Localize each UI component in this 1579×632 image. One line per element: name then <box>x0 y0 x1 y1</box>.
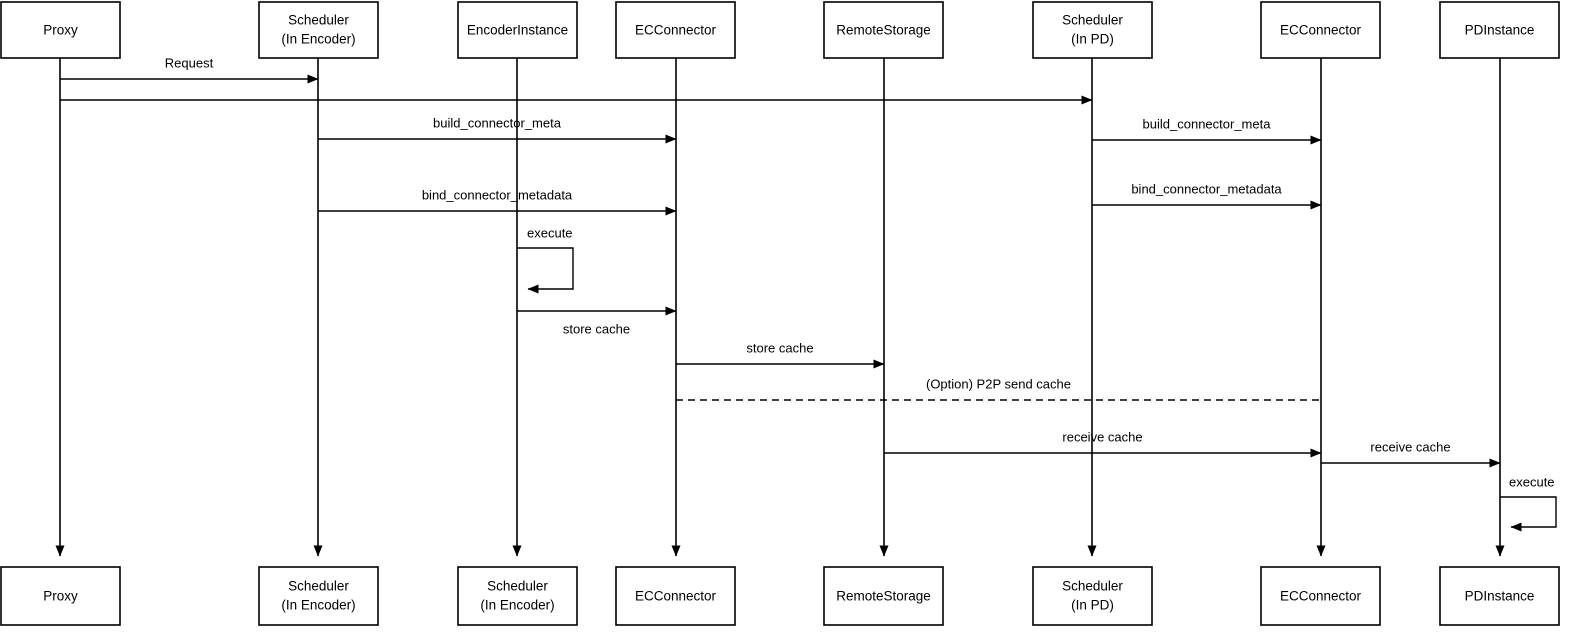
message-m4[interactable]: build_connector_meta <box>1092 116 1322 145</box>
participant-bottom-remote[interactable]: RemoteStorage <box>823 566 944 626</box>
participant-label: Scheduler <box>288 13 349 28</box>
message-label: store cache <box>746 340 813 355</box>
participant-label: Scheduler <box>487 579 548 594</box>
message-m10[interactable]: receive cache <box>884 429 1322 458</box>
participant-label: Scheduler <box>1062 13 1123 28</box>
self-message-s2[interactable]: execute <box>1500 474 1557 532</box>
self-message-label: execute <box>527 225 573 240</box>
participant-top-sched_enc[interactable]: Scheduler (In Encoder) <box>258 1 379 59</box>
message-m7[interactable]: store cache <box>517 306 677 336</box>
message-label: store cache <box>563 321 630 336</box>
message-label: (Option) P2P send cache <box>926 376 1071 391</box>
message-m1[interactable]: Request <box>60 55 319 84</box>
participant-sublabel: (In PD) <box>1071 32 1114 47</box>
message-label: build_connector_meta <box>433 115 562 130</box>
participant-top-encoder_inst[interactable]: EncoderInstance <box>457 1 578 59</box>
participant-sublabel: (In Encoder) <box>281 598 355 613</box>
message-label: build_connector_meta <box>1143 116 1272 131</box>
message-m6[interactable]: bind_connector_metadata <box>1092 181 1322 210</box>
message-m5[interactable]: bind_connector_metadata <box>318 187 677 216</box>
participant-label: ECConnector <box>1280 589 1362 604</box>
self-message-arrow <box>1500 496 1557 532</box>
participant-top-pdinstance[interactable]: PDInstance <box>1439 1 1560 59</box>
message-m3[interactable]: build_connector_meta <box>318 115 677 144</box>
participant-bottom-sched_pd[interactable]: Scheduler (In PD) <box>1032 566 1153 626</box>
self-message-s1[interactable]: execute <box>517 225 574 294</box>
bottom-participant-boxes: Proxy Scheduler (In Encoder) Scheduler (In E… <box>0 566 1560 626</box>
participant-top-remote[interactable]: RemoteStorage <box>823 1 944 59</box>
participant-sublabel: (In PD) <box>1071 598 1114 613</box>
participant-top-ecconn_right[interactable]: ECConnector <box>1260 1 1381 59</box>
participant-label: PDInstance <box>1465 23 1535 38</box>
participant-top-sched_pd[interactable]: Scheduler (In PD) <box>1032 1 1153 59</box>
participant-label: Proxy <box>43 23 78 38</box>
participant-label: EncoderInstance <box>467 23 568 38</box>
participant-top-ecconn_left[interactable]: ECConnector <box>615 1 736 59</box>
participant-bottom-ecconn_left[interactable]: ECConnector <box>615 566 736 626</box>
participant-sublabel: (In Encoder) <box>281 32 355 47</box>
self-messages-layer: execute execute <box>517 225 1557 532</box>
participant-label: Proxy <box>43 589 78 604</box>
message-label: receive cache <box>1062 429 1142 444</box>
participant-bottom-proxy[interactable]: Proxy <box>0 566 121 626</box>
participant-label: ECConnector <box>1280 23 1362 38</box>
participant-label: RemoteStorage <box>836 589 931 604</box>
message-label: receive cache <box>1370 439 1450 454</box>
participant-label: Scheduler <box>288 579 349 594</box>
message-m11[interactable]: receive cache <box>1321 439 1501 468</box>
message-label: Request <box>165 55 214 70</box>
participant-label: ECConnector <box>635 589 717 604</box>
message-label: bind_connector_metadata <box>1131 181 1282 196</box>
participant-label: PDInstance <box>1465 589 1535 604</box>
participant-top-proxy[interactable]: Proxy <box>0 1 121 59</box>
participant-label: ECConnector <box>635 23 717 38</box>
messages-layer: Request build_connector_meta build_connect… <box>60 55 1501 468</box>
participant-bottom-pdinstance[interactable]: PDInstance <box>1439 566 1560 626</box>
message-m9[interactable]: (Option) P2P send cache <box>676 376 1321 401</box>
message-m8[interactable]: store cache <box>676 340 885 369</box>
top-participant-boxes: Proxy Scheduler (In Encoder) EncoderInstanc… <box>0 1 1560 59</box>
self-message-arrow <box>517 247 574 294</box>
participant-label: Scheduler <box>1062 579 1123 594</box>
participant-bottom-encoder_inst[interactable]: Scheduler (In Encoder) <box>457 566 578 626</box>
self-message-label: execute <box>1509 474 1555 489</box>
lifelines-layer <box>55 58 1505 557</box>
participant-bottom-sched_enc[interactable]: Scheduler (In Encoder) <box>258 566 379 626</box>
participant-label: RemoteStorage <box>836 23 931 38</box>
message-label: bind_connector_metadata <box>422 187 573 202</box>
participant-sublabel: (In Encoder) <box>480 598 554 613</box>
participant-bottom-ecconn_right[interactable]: ECConnector <box>1260 566 1381 626</box>
